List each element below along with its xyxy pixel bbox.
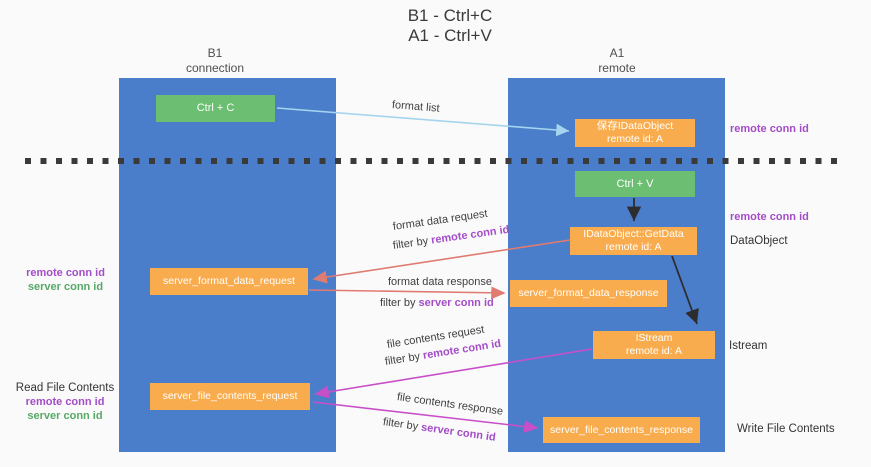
save-idataobject-line1: 保存IDataObject [596,120,674,132]
filter-by-text: filter by [392,235,429,252]
ctrl-c-label: Ctrl + C [196,102,235,114]
filter-by-text: filter by [382,416,419,433]
edge-label-format-data-response: format data response [388,276,492,288]
lane-b1-name: B1 [207,46,223,60]
annotation-remote-conn-id-mid: remote conn id [730,211,809,223]
server-file-contents-request-label: server_file_contents_request [162,390,298,402]
istream-line2: remote id: A [625,345,683,357]
left-remote-conn-id-2: remote conn id [25,396,105,408]
left-remote-conn-id-1: remote conn id [26,267,105,279]
server-format-data-request-label: server_format_data_request [163,275,295,287]
edge-label-file-contents-response: file contents response [396,391,504,418]
read-file-contents-label: Read File Contents [15,382,115,394]
server-format-data-response-label: server_format_data_response [518,287,659,299]
title-line-2: A1 - Ctrl+V [408,26,492,45]
edge-label-format-list: format list [391,99,441,115]
getdata-line2: remote id: A [605,241,662,253]
annotation-left-conn-ids-format: remote conn id server conn id [18,266,113,294]
annotation-remote-conn-id-top: remote conn id [730,123,809,135]
lane-header-b1: B1 connection [115,46,315,76]
node-server-file-contents-response: server_file_contents_response [543,417,700,443]
node-ctrl-c: Ctrl + C [156,95,275,122]
node-server-format-data-response: server_format_data_response [510,280,667,307]
node-server-file-contents-request: server_file_contents_request [150,383,310,410]
annotation-left-conn-ids-file: Read File Contents remote conn id server… [15,381,115,423]
node-ctrl-v: Ctrl + V [575,171,695,197]
server-conn-id-text: server conn id [420,421,497,444]
annotation-write-file-contents: Write File Contents [737,423,835,435]
edge-label-filter-by-server-2: filter by server conn id [382,416,496,444]
node-server-format-data-request: server_format_data_request [150,268,308,295]
lane-a1-name: A1 [609,46,625,60]
diagram-title: B1 - Ctrl+C A1 - Ctrl+V [330,6,570,46]
filter-by-text: filter by [380,297,416,309]
title-line-1: B1 - Ctrl+C [407,6,493,25]
node-save-idataobject: 保存IDataObject remote id: A [575,119,695,147]
annotation-dataobject: DataObject [730,235,788,247]
left-server-conn-id-1: server conn id [27,281,104,293]
lane-header-a1: A1 remote [517,46,717,76]
left-server-conn-id-2: server conn id [27,410,103,422]
node-istream: IStream remote id: A [593,331,715,359]
ctrl-v-label: Ctrl + V [616,177,654,190]
server-file-contents-response-label: server_file_contents_response [549,423,693,436]
edge-label-filter-by-server-1: filter by server conn id [380,297,494,309]
getdata-line1: IDataObject::GetData [583,228,684,240]
annotation-istream: Istream [729,340,768,352]
save-idataobject-line2: remote id: A [606,133,664,145]
node-idataobject-getdata: IDataObject::GetData remote id: A [570,227,697,255]
lane-a1-subtitle: remote [598,61,636,75]
arrow-format-data-response [308,286,506,300]
filter-by-text: filter by [384,350,421,368]
remote-conn-id-text: remote conn id [430,223,511,247]
lane-b1-subtitle: connection [185,61,245,75]
server-conn-id-text: server conn id [418,297,494,309]
istream-line1: IStream [635,332,673,344]
